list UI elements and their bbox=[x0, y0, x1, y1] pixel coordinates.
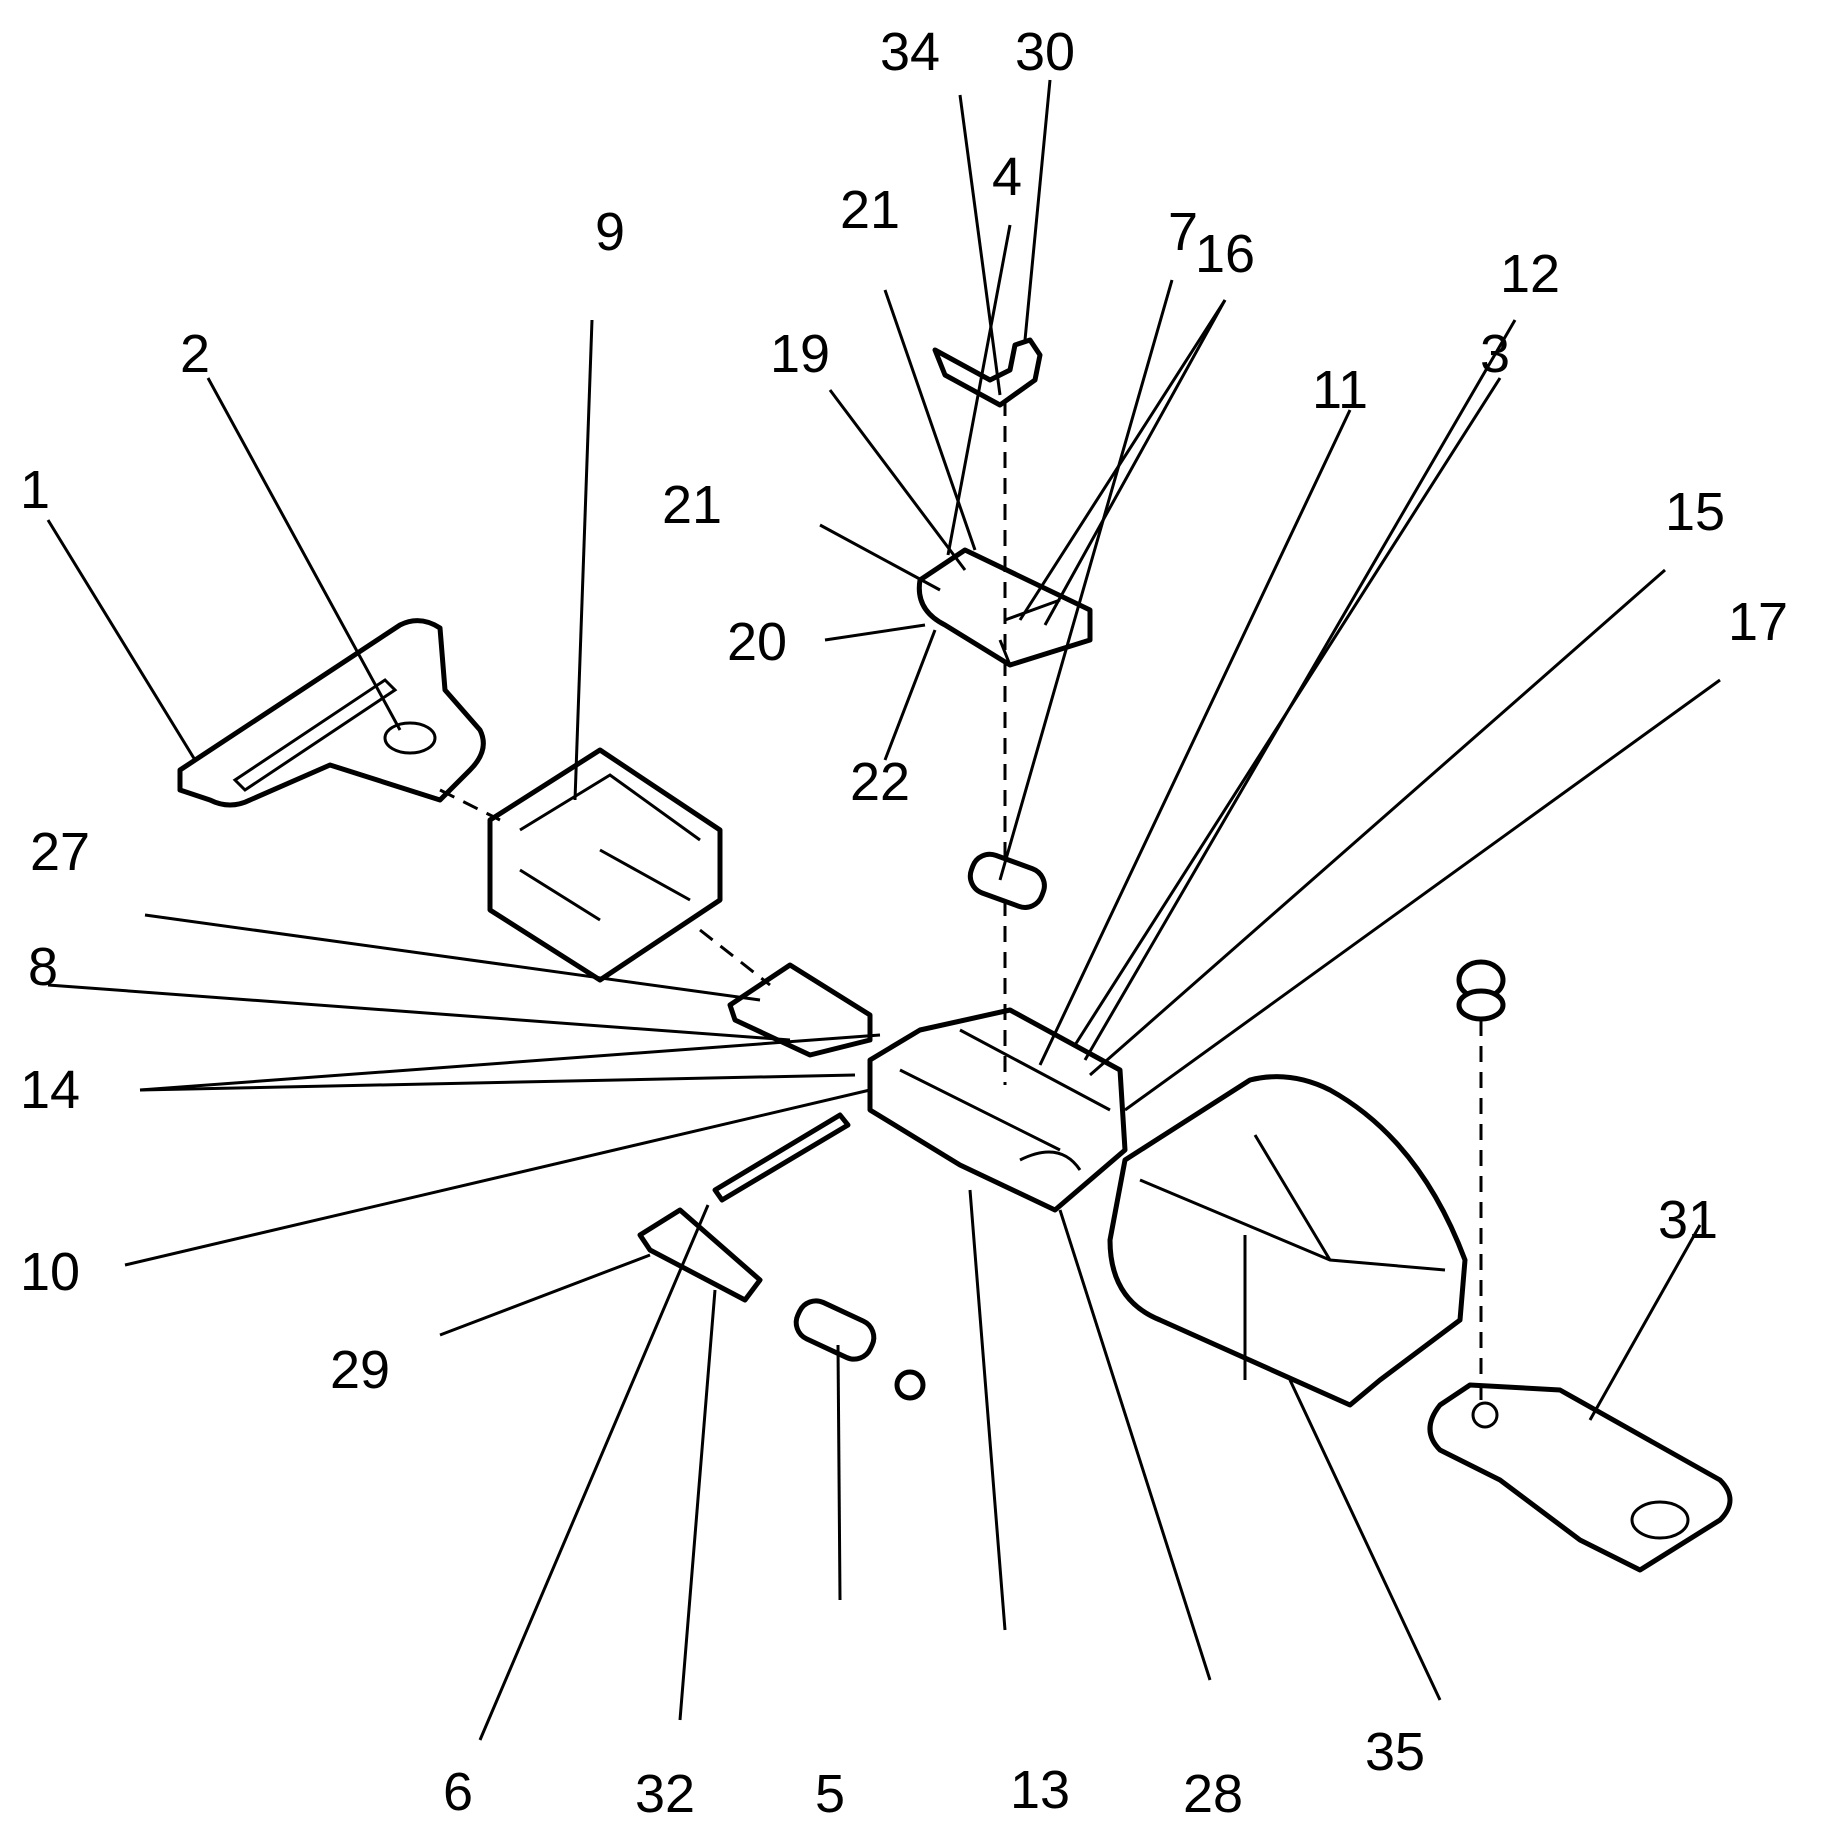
label-6: 6 bbox=[443, 1762, 473, 1822]
label-17: 17 bbox=[1728, 592, 1788, 652]
label-35: 35 bbox=[1365, 1722, 1425, 1782]
label-10: 10 bbox=[20, 1242, 80, 1302]
label-19: 19 bbox=[770, 324, 830, 384]
label-14: 14 bbox=[20, 1060, 80, 1120]
part-9-frame bbox=[487, 747, 723, 983]
label-30: 30 bbox=[1015, 22, 1075, 82]
label-21-left: 21 bbox=[662, 475, 722, 535]
label-9: 9 bbox=[595, 202, 625, 262]
label-16: 16 bbox=[1195, 224, 1255, 284]
label-27: 27 bbox=[30, 822, 90, 882]
part-6-pin bbox=[712, 1112, 851, 1203]
part-29-32-pin-assembly bbox=[637, 1207, 763, 1303]
part-grommet bbox=[1456, 959, 1506, 1022]
label-1: 1 bbox=[20, 460, 50, 520]
part-1-tongue-plate bbox=[177, 618, 486, 808]
assembly-axis-tongue bbox=[439, 788, 501, 822]
label-5: 5 bbox=[815, 1764, 845, 1824]
assembly-axis-frame bbox=[699, 928, 771, 987]
part-11-spring bbox=[967, 851, 1047, 910]
label-22: 22 bbox=[850, 752, 910, 812]
label-3: 3 bbox=[1480, 324, 1510, 384]
label-15: 15 bbox=[1665, 482, 1725, 542]
label-7: 7 bbox=[1168, 202, 1198, 262]
label-12: 12 bbox=[1500, 244, 1560, 304]
label-34: 34 bbox=[880, 22, 940, 82]
label-4: 4 bbox=[992, 147, 1022, 207]
part-35-cover bbox=[1107, 1074, 1468, 1408]
part-5-spring bbox=[793, 1298, 926, 1401]
label-28: 28 bbox=[1183, 1764, 1243, 1824]
label-31: 31 bbox=[1658, 1190, 1718, 1250]
label-21-top: 21 bbox=[840, 180, 900, 240]
leader-lines bbox=[46, 79, 1721, 1741]
label-29: 29 bbox=[330, 1340, 390, 1400]
label-11: 11 bbox=[1312, 360, 1368, 420]
part-10-base-housing bbox=[867, 1007, 1128, 1213]
label-20: 20 bbox=[727, 612, 787, 672]
label-8: 8 bbox=[28, 937, 58, 997]
label-13: 13 bbox=[1010, 1760, 1070, 1820]
part-8-slider bbox=[727, 962, 873, 1058]
part-4-latch bbox=[916, 547, 1093, 668]
part-31-anchor-plate bbox=[1427, 1382, 1733, 1573]
label-2: 2 bbox=[180, 324, 210, 384]
part-34-30-clip bbox=[932, 337, 1043, 408]
label-32: 32 bbox=[635, 1764, 695, 1824]
